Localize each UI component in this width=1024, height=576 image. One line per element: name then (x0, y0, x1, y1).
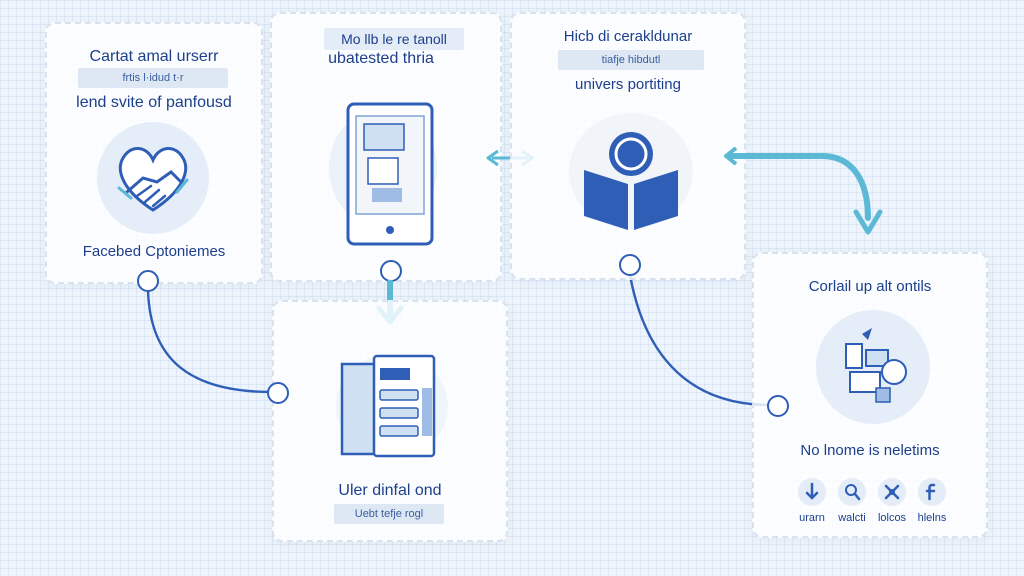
curved-arrow-icon (724, 146, 883, 235)
card-knowledge-tag: tiafje hibdutl (558, 50, 704, 70)
connector-card3-card5 (628, 274, 771, 407)
card-knowledge: Hicb di cerakldunar tiafje hibdutl unive… (510, 12, 746, 280)
connector-card1-card4 (146, 289, 273, 394)
card-mobile-subtitle: ubatested thria (328, 50, 434, 67)
tools-icon[interactable] (878, 478, 906, 506)
card-community-title: Cartat amal urserr (89, 48, 219, 65)
card-community-subtitle: lend svite of panfousd (76, 94, 232, 111)
card-user-data-tag: Uebt tefje rogl (334, 504, 444, 524)
card-devices-subtitle: No lnome is neletims (800, 442, 940, 459)
facebook-icon[interactable] (918, 478, 946, 506)
card-user-data-title: Uler dinfal ond (338, 482, 442, 499)
card-devices-title: Corlail up alt ontils (808, 278, 932, 295)
social-label: urarn (799, 512, 825, 524)
card-user-data: Uler dinfal ond Uebt tefje rogl (272, 300, 508, 542)
card-mobile-title: Mo llb le re tanoll (324, 28, 464, 50)
user-search-icon[interactable] (838, 478, 866, 506)
card-mobile: Mo llb le re tanoll ubatested thria (270, 12, 502, 282)
open-book-icon (566, 106, 696, 236)
card-community: Cartat amal urserr frtis l·idud t·r lend… (45, 22, 263, 284)
social-label: hlelns (917, 512, 947, 524)
social-row: urarn walcti lolcos hlelns (794, 478, 954, 526)
card-devices: Corlail up alt ontils No lnome is neleti… (752, 252, 988, 538)
social-label: walcti (838, 512, 866, 524)
devices-cluster-icon (816, 310, 930, 424)
tablet-link-icon[interactable] (380, 260, 402, 282)
social-label: lolcos (877, 512, 907, 524)
card-community-tag: frtis l·idud t·r (78, 68, 228, 88)
server-rack-icon (336, 346, 448, 462)
card-knowledge-title: Hicb di cerakldunar (563, 28, 693, 45)
close-pin-icon[interactable] (619, 254, 641, 276)
card-community-caption: Facebed Cptoniemes (82, 243, 226, 260)
download-icon[interactable] (798, 478, 826, 506)
tablet-icon (328, 98, 438, 256)
card-knowledge-subtitle: univers portiting (575, 76, 681, 93)
emoji-pin-icon[interactable] (267, 382, 289, 404)
link-pin-icon[interactable] (137, 270, 159, 292)
target-pin-icon[interactable] (767, 395, 789, 417)
handshake-heart-icon (97, 122, 209, 234)
